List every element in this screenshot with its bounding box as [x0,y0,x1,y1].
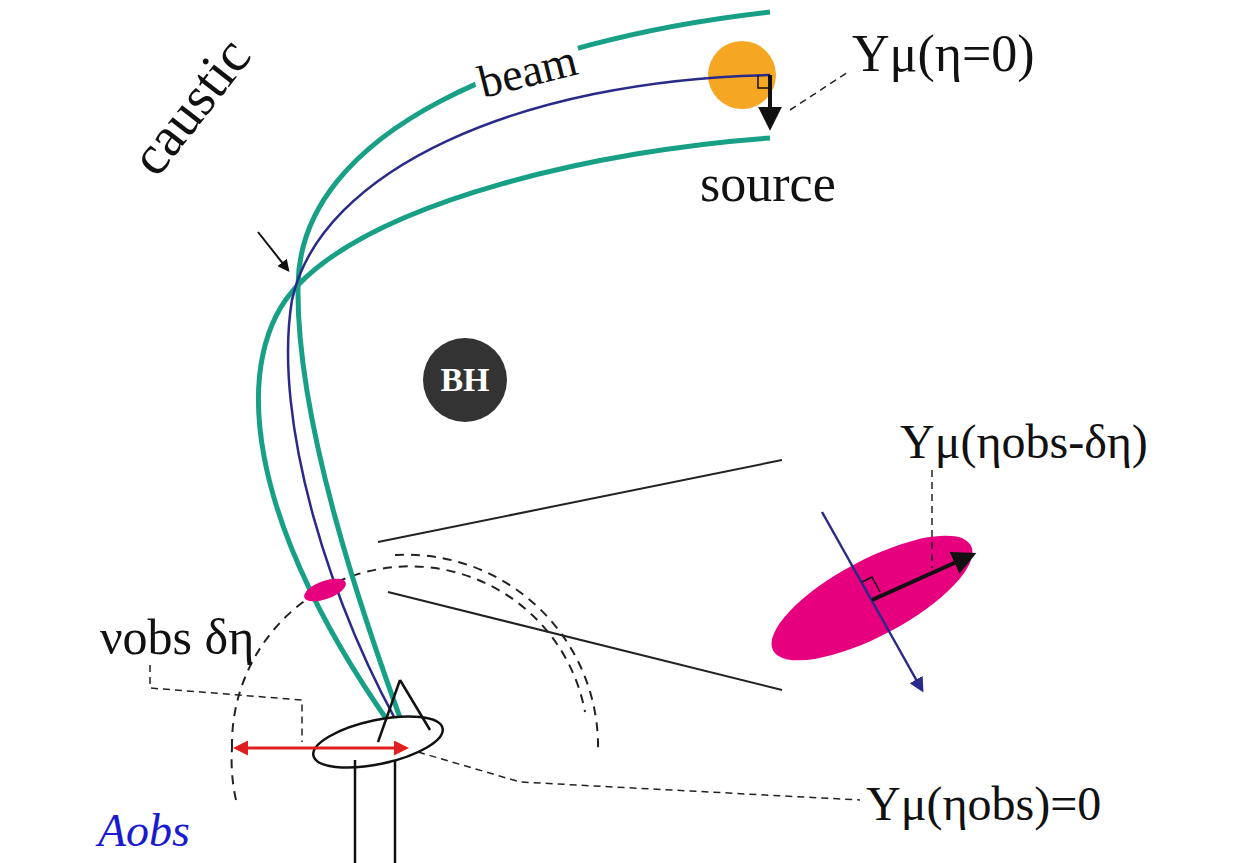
cross-section [301,574,349,606]
beam-label: beam [470,36,586,107]
leader-line [790,72,848,110]
central-ray [288,75,770,745]
black-hole: BH [423,338,507,422]
dish-feed [378,680,400,742]
leader-line [150,665,302,742]
dish-feed [400,680,430,730]
distance-label: νobs δη [100,612,254,662]
distance-arrow [236,747,406,750]
leader-line [418,752,860,800]
zoom-line [378,460,782,542]
ray-direction [822,512,922,690]
zoom-line [388,592,782,690]
beam-boundary [298,12,770,745]
deviation-vector [872,555,972,600]
source-label: source [700,158,836,210]
cross-section-zoom [755,512,988,684]
dish-stand [355,760,395,863]
source-vector-label: Yμ(η=0) [852,28,1035,80]
observer-vector-label: Yμ(ηobs)=0 [866,780,1101,828]
vector-label: Yμ(ηobs-δη) [900,418,1148,466]
leader-line [931,470,933,568]
wavefront-arc [395,555,598,752]
right-angle-mark [862,577,880,592]
area-label: Aobs [98,808,190,854]
wavefront-arc [232,748,236,800]
node-label: BH [440,361,489,399]
beam-boundary [258,138,770,745]
caustic-label: caustic [120,27,260,184]
right-angle-mark [758,75,770,88]
caustic-pointer [258,232,288,270]
deviation-vector [768,75,772,126]
